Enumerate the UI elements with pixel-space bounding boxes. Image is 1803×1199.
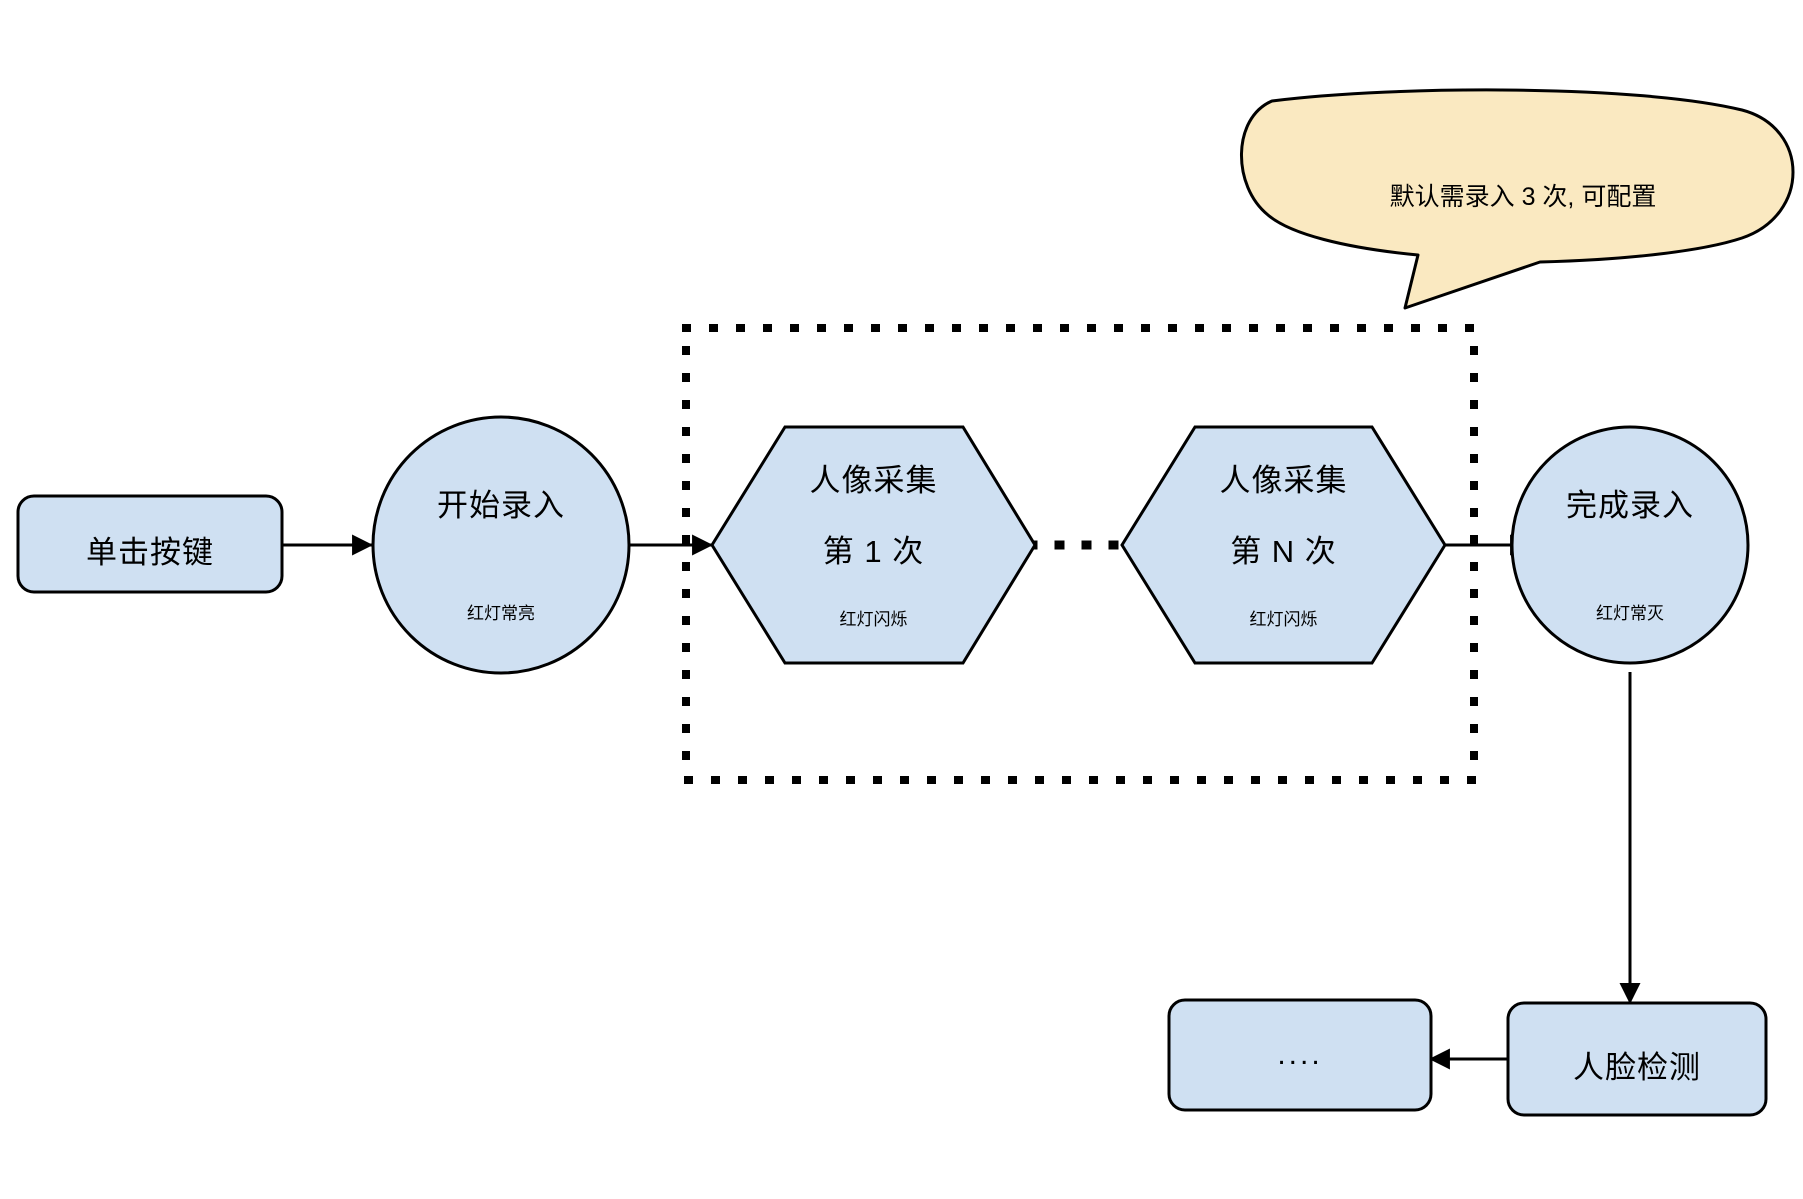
node-click-key[interactable] <box>16 494 284 594</box>
node-more[interactable] <box>1167 998 1433 1112</box>
callout-repeat-note <box>1240 88 1795 310</box>
node-face-detect[interactable] <box>1506 1001 1768 1117</box>
node-capture-1[interactable] <box>710 425 1037 665</box>
node-start-enroll[interactable] <box>371 415 631 675</box>
node-capture-n[interactable] <box>1120 425 1447 665</box>
node-finish-enroll[interactable] <box>1510 425 1750 665</box>
